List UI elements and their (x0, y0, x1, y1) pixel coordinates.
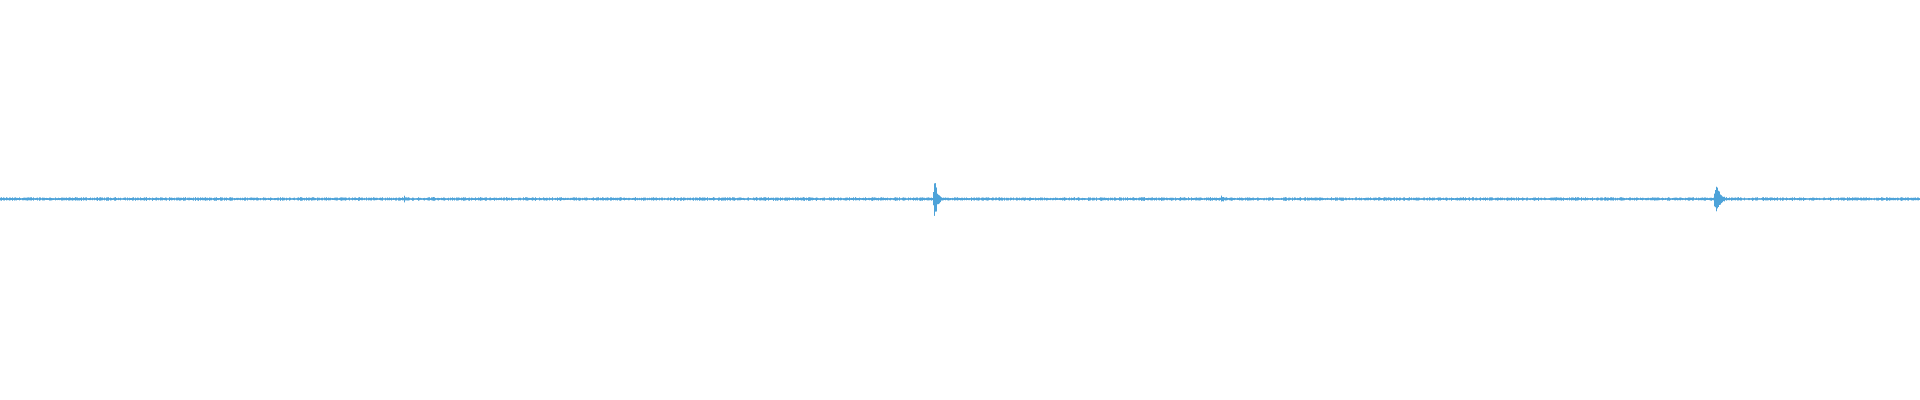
waveform-trace (0, 183, 1920, 216)
